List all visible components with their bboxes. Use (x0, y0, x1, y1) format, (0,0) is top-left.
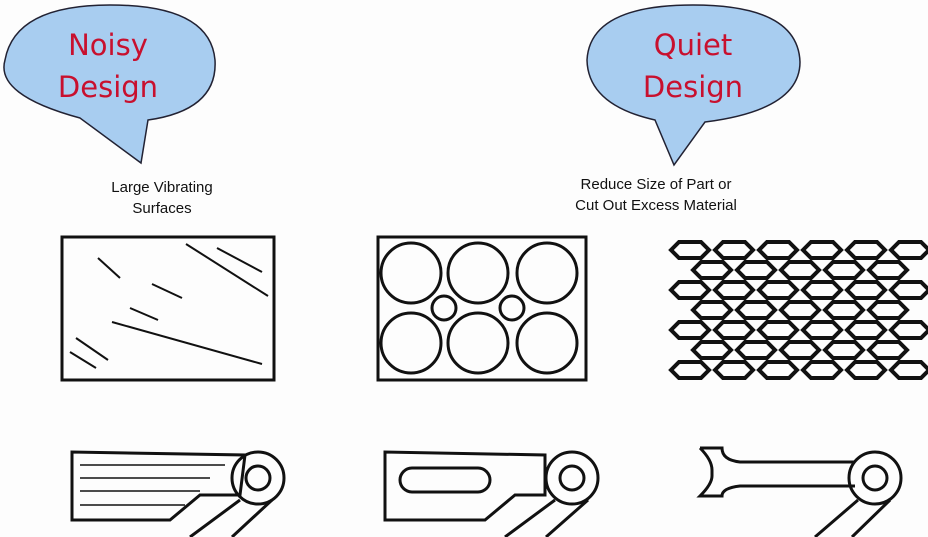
mesh-cell (734, 300, 778, 320)
mesh-cell (778, 300, 822, 320)
mesh-cell (866, 300, 910, 320)
noisy-design-bubble: Noisy Design (3, 4, 216, 165)
mesh-cell (712, 320, 756, 340)
mesh-cell (712, 280, 756, 300)
mesh-cell (712, 240, 756, 260)
mesh-cell (800, 320, 844, 340)
noisy-bubble-line1: Noisy (68, 28, 148, 62)
noisy-bubble-line2: Design (58, 70, 158, 104)
mesh-cell (756, 360, 800, 380)
mesh-cell (756, 280, 800, 300)
quiet-caption-line2: Cut Out Excess Material (575, 197, 737, 214)
quiet-bubble-line1: Quiet (654, 28, 732, 62)
quiet-caption-line1: Reduce Size of Part or (581, 176, 732, 193)
mesh-cell (668, 240, 712, 260)
large-vibrating-plate (60, 235, 276, 382)
mesh-cell (888, 240, 928, 260)
mesh-cell (844, 320, 888, 340)
expanded-metal-mesh (668, 240, 928, 380)
mesh-cell (756, 240, 800, 260)
mesh-cell (844, 240, 888, 260)
solid-link-arm (70, 450, 286, 537)
plate-with-cutout-holes (376, 235, 588, 382)
mesh-cell (844, 360, 888, 380)
mesh-cell (822, 260, 866, 280)
mesh-cell (778, 340, 822, 360)
mesh-cell (778, 260, 822, 280)
mesh-cell (822, 300, 866, 320)
mesh-cell (866, 260, 910, 280)
mesh-cell (888, 360, 928, 380)
mesh-cell (668, 320, 712, 340)
mesh-cell (690, 300, 734, 320)
mesh-cell (888, 280, 928, 300)
mesh-cell (712, 360, 756, 380)
mesh-cell (734, 260, 778, 280)
mesh-cell (734, 340, 778, 360)
mesh-cell (800, 360, 844, 380)
mesh-cell (866, 340, 910, 360)
noisy-caption-line2: Surfaces (132, 200, 191, 217)
mesh-cell (800, 240, 844, 260)
mesh-cell (800, 280, 844, 300)
noisy-caption-line1: Large Vibrating (111, 179, 212, 196)
mesh-cell (690, 260, 734, 280)
mesh-cell (690, 340, 734, 360)
mesh-cell (668, 360, 712, 380)
mesh-cell (756, 320, 800, 340)
quiet-bubble-line2: Design (643, 70, 743, 104)
mesh-cell (888, 320, 928, 340)
quiet-design-bubble: Quiet Design (586, 4, 801, 167)
i-beam-link-arm (696, 446, 903, 537)
mesh-cell (822, 340, 866, 360)
slotted-link-arm (383, 450, 600, 537)
mesh-cell (668, 280, 712, 300)
mesh-cell (844, 280, 888, 300)
